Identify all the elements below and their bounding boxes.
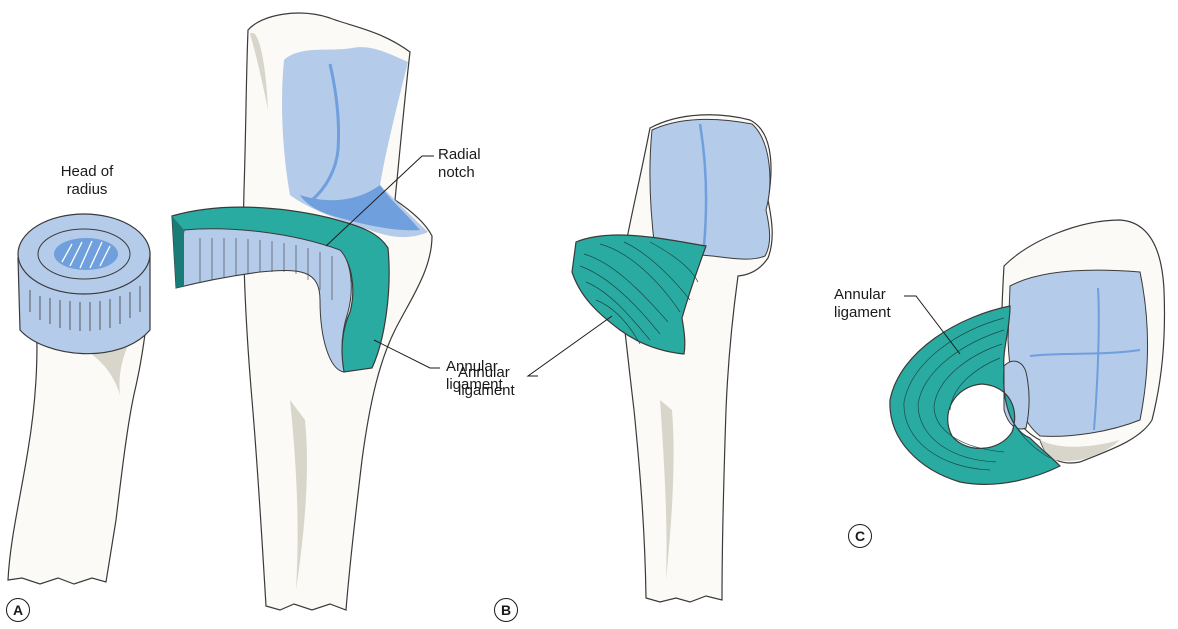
label-head-of-radius: Head of radius (42, 163, 132, 199)
leader-annular-b (528, 316, 612, 376)
label-radial-notch: Radial notch (438, 146, 481, 182)
ulna-b (620, 115, 772, 602)
radius-bone (8, 214, 150, 584)
label-annular-ligament-c: Annular ligament (834, 286, 891, 322)
panel-marker-b: B (494, 598, 518, 622)
label-annular-ligament-b: Annular ligament (458, 364, 515, 400)
coronoid (1004, 361, 1029, 429)
panel-marker-a: A (6, 598, 30, 622)
panel-marker-c: C (848, 524, 872, 548)
ulna-c (1002, 220, 1165, 463)
ulna-b-articular (650, 119, 770, 259)
